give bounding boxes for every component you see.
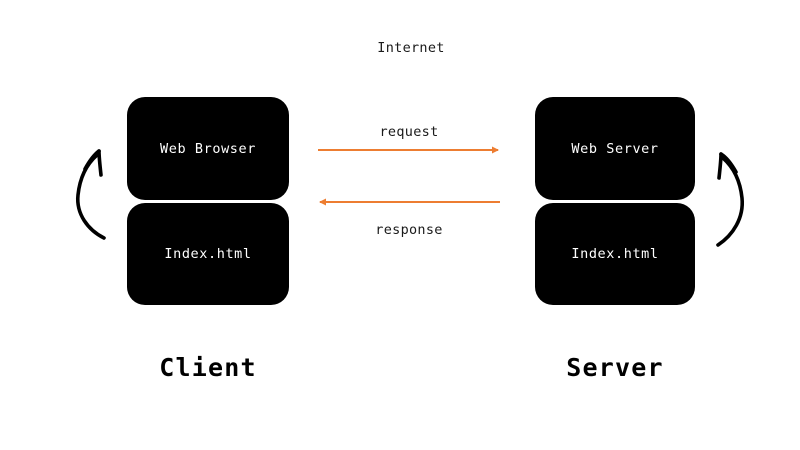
server-index-html-box[interactable]: Index.html xyxy=(535,203,695,305)
server-tier-label: Server xyxy=(566,353,664,382)
client-loop-arrow xyxy=(76,149,106,240)
client-index-html-box[interactable]: Index.html xyxy=(127,203,289,305)
client-index-html-label: Index.html xyxy=(164,246,252,262)
server-web-server-label: Web Server xyxy=(571,140,659,157)
server-loop-arrow xyxy=(716,152,744,247)
server-web-server-box[interactable]: Web Server xyxy=(535,97,695,200)
request-label: request xyxy=(379,124,439,140)
response-label: response xyxy=(375,222,443,238)
client-web-browser-label: Web Browser xyxy=(159,140,256,157)
client-tier-label: Client xyxy=(159,353,257,382)
server-index-html-label: Index.html xyxy=(571,246,659,262)
internet-label: Internet xyxy=(377,40,445,56)
client-web-browser-box[interactable]: Web Browser xyxy=(127,97,289,200)
